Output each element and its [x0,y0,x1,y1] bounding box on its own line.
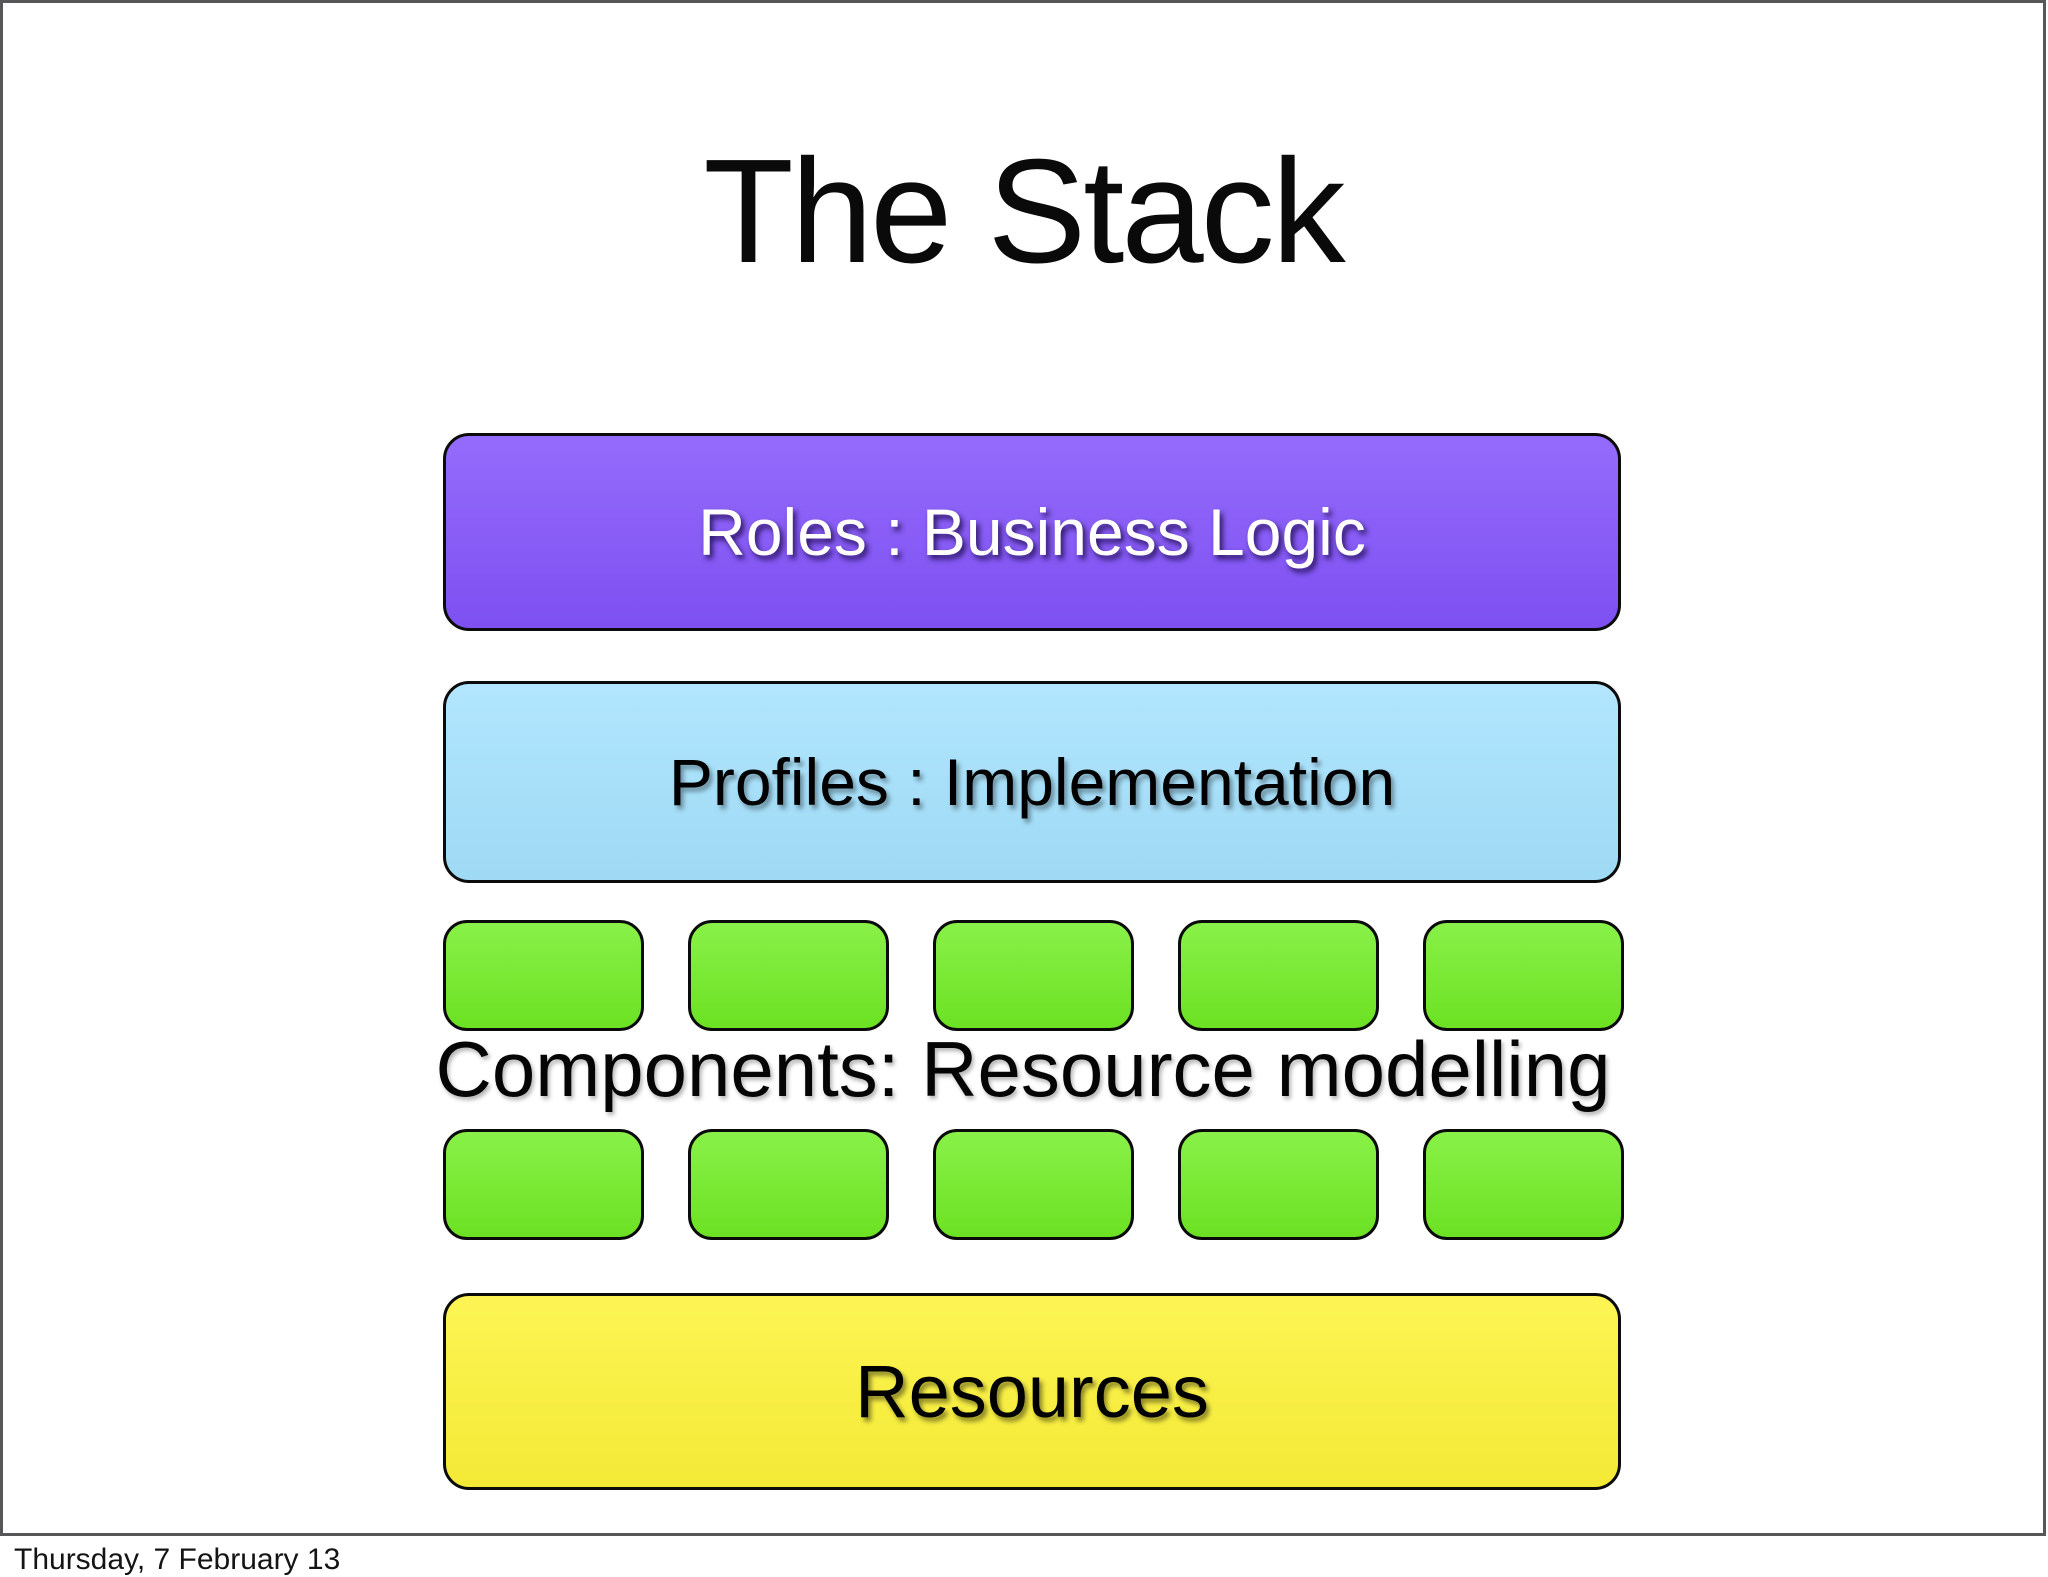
component-block [1178,1129,1379,1240]
slide-title: The Stack [703,129,1345,294]
component-block [1423,1129,1624,1240]
component-block [933,920,1134,1031]
stack-layer-profiles: Profiles : Implementation [443,681,1621,883]
stack-layer-roles-label: Roles : Business Logic [698,495,1366,569]
slide-date-footer: Thursday, 7 February 13 [14,1543,341,1576]
slide-frame: The Stack Roles : Business Logic Profile… [0,0,2046,1536]
component-block [443,1129,644,1240]
stack-layer-resources-label: Resources [855,1350,1209,1433]
component-block [688,920,889,1031]
component-block [933,1129,1134,1240]
component-block [1178,920,1379,1031]
component-blocks-row [443,920,1624,1031]
stack-layer-resources: Resources [443,1293,1621,1490]
stack-layer-components-label: Components: Resource modelling [435,1025,1611,1113]
component-block [688,1129,889,1240]
component-blocks-row [443,1129,1624,1240]
stack-layer-roles: Roles : Business Logic [443,433,1621,631]
stack-layer-profiles-label: Profiles : Implementation [668,745,1396,819]
component-block [1423,920,1624,1031]
component-block [443,920,644,1031]
